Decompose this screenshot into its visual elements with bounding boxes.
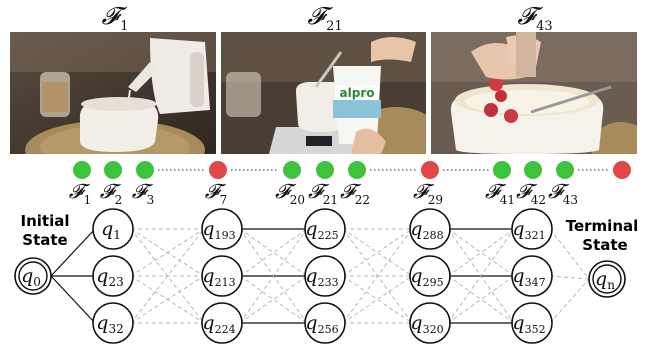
frame-dot-10 <box>524 161 542 179</box>
state-node-label-q288: q288 <box>410 218 443 242</box>
frame-dot-label-11: 𝓕43 <box>548 179 578 207</box>
frame-dot-label-2: 𝓕2 <box>100 179 122 207</box>
edge-initial-to-col1-1 <box>50 228 96 277</box>
frame-dot-7 <box>348 161 366 179</box>
transition-edges <box>50 228 590 324</box>
frame-title-2: 𝓕21 <box>307 2 343 34</box>
frame-dot-label-7: 𝓕22 <box>340 179 370 207</box>
state-node-q352 <box>511 302 553 344</box>
initial-state-outer <box>14 257 52 295</box>
state-node-q23 <box>92 255 134 297</box>
edge-dashed <box>239 228 308 277</box>
alpro-logo: alpro <box>340 86 375 100</box>
state-node-q1 <box>92 208 134 250</box>
edge-dashed <box>447 275 515 324</box>
state-node-q320 <box>409 302 451 344</box>
edge-dashed <box>130 228 205 324</box>
frame-dot-label-3: 𝓕3 <box>132 179 154 207</box>
frame-title-1: 𝓕1 <box>101 2 129 34</box>
edge-to-terminal-3 <box>549 278 590 324</box>
frame-dot-2 <box>104 161 122 179</box>
state-node-q347 <box>511 255 553 297</box>
frame-dot-label-6: 𝓕21 <box>308 179 338 207</box>
edge-to-terminal-1 <box>549 228 590 280</box>
state-node-q256 <box>304 302 346 344</box>
state-node-q32 <box>92 302 134 344</box>
edge-dashed <box>130 228 205 277</box>
frame-dot-label-5: 𝓕20 <box>275 179 305 207</box>
frame-dot-8 <box>421 161 439 179</box>
edge-dashed <box>130 275 205 324</box>
state-node-q193 <box>201 208 243 250</box>
state-node-label-q295: q295 <box>410 265 443 289</box>
terminal-label-line-2: State <box>582 236 627 254</box>
edge-dashed <box>447 275 515 324</box>
frame-dot-label-8: 𝓕29 <box>413 179 443 207</box>
frame-title-3: 𝓕43 <box>517 2 553 34</box>
frame-dot-12 <box>613 161 631 179</box>
state-node-label-q256: q256 <box>305 312 338 336</box>
edge-dashed <box>447 228 515 277</box>
edge-dashed <box>447 228 515 324</box>
edge-dashed <box>239 275 308 324</box>
frame-dot-6 <box>316 161 334 179</box>
frame-dot-9 <box>493 161 511 179</box>
frame-dot-label-10: 𝓕42 <box>516 179 546 207</box>
terminal-label-line-1: Terminal <box>566 217 639 235</box>
photo-frame-3 <box>431 32 637 154</box>
state-node-q295 <box>409 255 451 297</box>
frame-dot-label-1: 𝓕1 <box>69 179 91 207</box>
edge-dashed <box>447 228 515 277</box>
side-labels: Initial State Terminal State <box>21 212 639 254</box>
frame-dot-11 <box>556 161 574 179</box>
state-node-q225 <box>304 208 346 250</box>
initial-label-line-1: Initial <box>21 212 70 230</box>
frame-dot-1 <box>73 161 91 179</box>
photo-frame-2: alpro <box>221 32 426 154</box>
initial-state-inner <box>18 261 48 291</box>
edge-dashed <box>239 228 308 324</box>
state-node-q224 <box>201 302 243 344</box>
frame-dot-label-4: 𝓕7 <box>205 179 227 207</box>
photo-frame-1 <box>10 32 216 154</box>
state-node-q321 <box>511 208 553 250</box>
terminal-state-inner <box>592 264 622 294</box>
state-node-q213 <box>201 255 243 297</box>
frame-dot-3 <box>136 161 154 179</box>
edge-dashed <box>342 228 413 324</box>
edge-dashed <box>239 275 308 324</box>
frame-dot-5 <box>283 161 301 179</box>
initial-label-line-2: State <box>22 231 67 249</box>
state-node-q288 <box>409 208 451 250</box>
frame-dot-label-9: 𝓕41 <box>485 179 515 207</box>
terminal-state-outer <box>588 260 626 298</box>
edge-to-terminal-2 <box>549 275 590 280</box>
frame-dot-4 <box>209 161 227 179</box>
edge-initial-to-col1-3 <box>50 275 96 324</box>
state-node-q233 <box>304 255 346 297</box>
